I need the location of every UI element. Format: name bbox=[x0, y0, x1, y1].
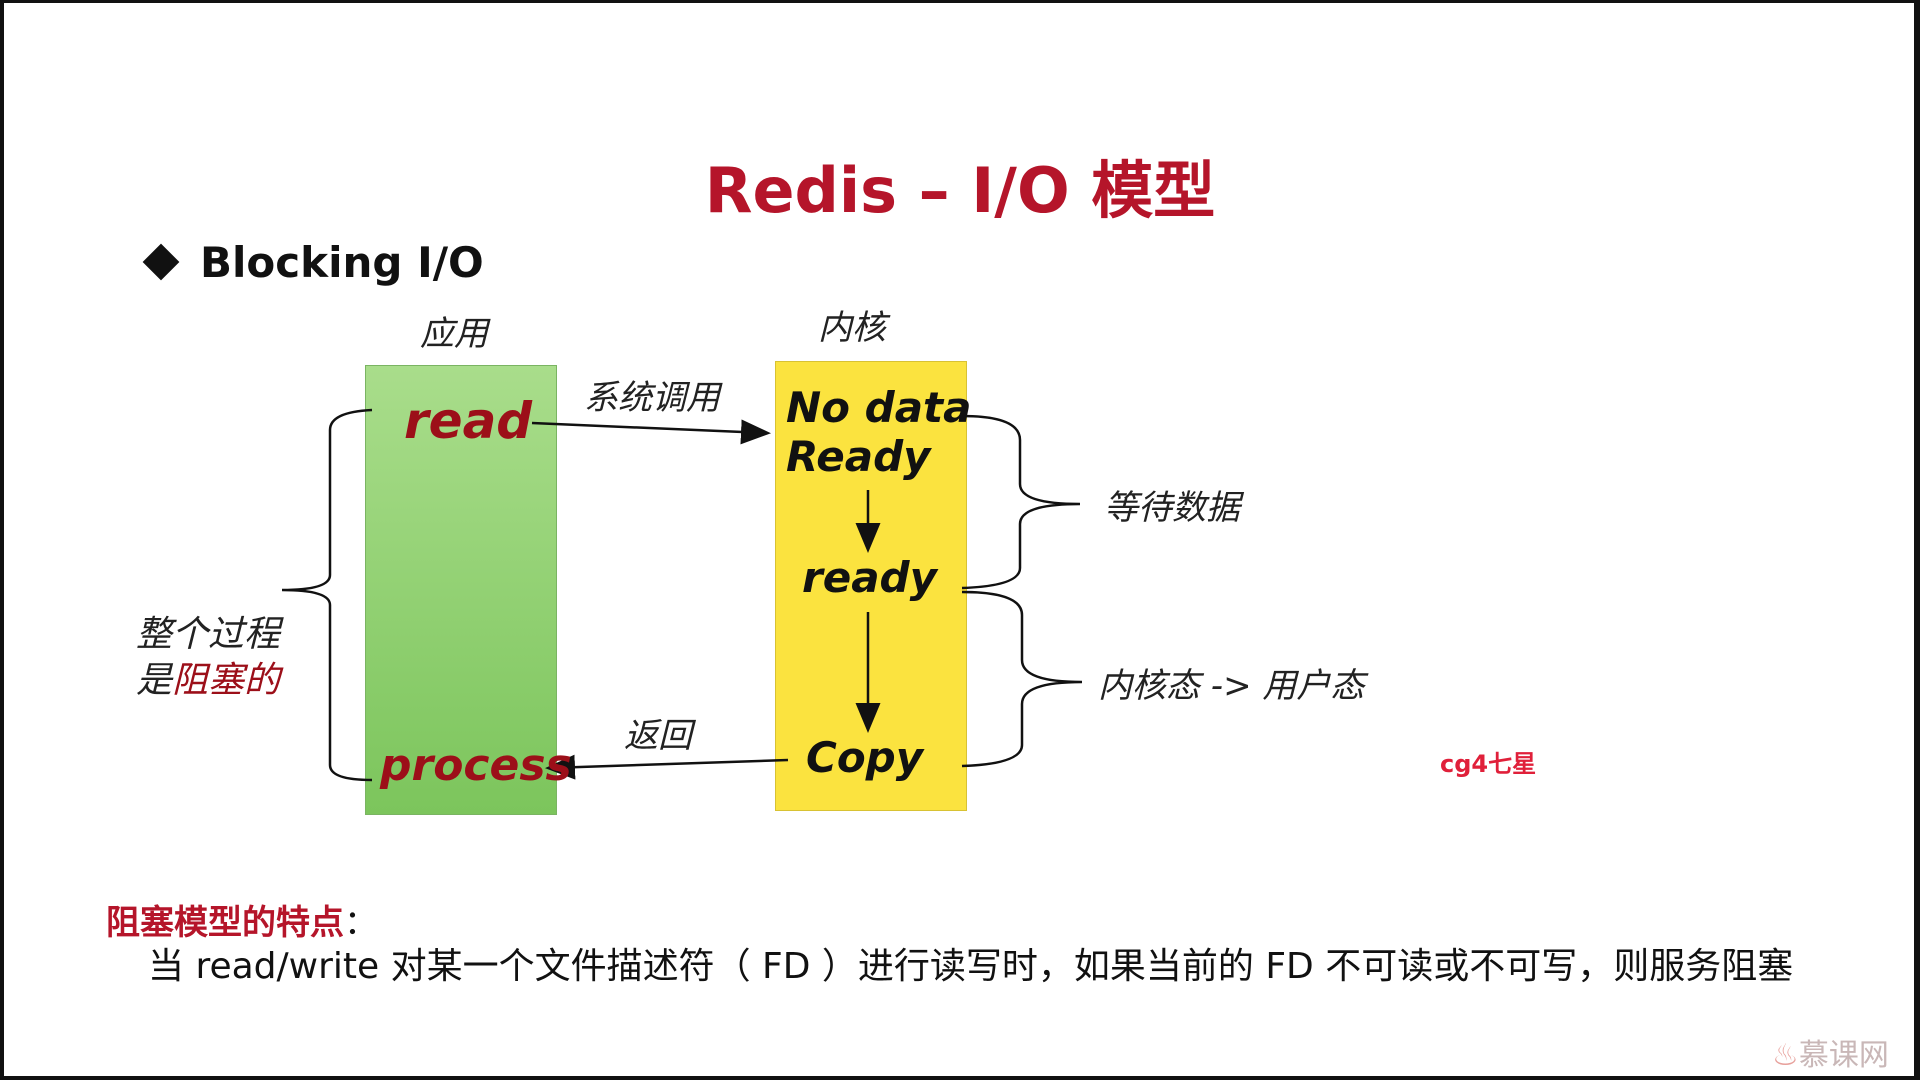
wait-data-label: 等待数据 bbox=[1104, 488, 1240, 528]
wait-data-brace bbox=[961, 414, 1081, 590]
note-heading-text: 阻塞模型的特点 bbox=[106, 903, 344, 943]
syscall-label: 系统调用 bbox=[584, 378, 720, 418]
logo-text: 慕课网 bbox=[1798, 1038, 1889, 1073]
bullet-heading: Blocking I/O bbox=[142, 238, 484, 287]
return-label: 返回 bbox=[624, 716, 692, 756]
blocking-highlight: 阻塞的 bbox=[172, 660, 281, 701]
whole-process-prefix: 是 bbox=[136, 660, 173, 701]
copy-brace bbox=[961, 590, 1083, 768]
whole-process-brace bbox=[281, 408, 373, 782]
whole-process-line2: 是阻塞的 bbox=[136, 658, 280, 704]
no-data-ready-label: Ready bbox=[786, 432, 931, 481]
read-label: read bbox=[404, 392, 533, 450]
kernel-box bbox=[775, 361, 967, 811]
app-label: 应用 bbox=[420, 314, 488, 354]
slide-title: Redis – I/O 模型 bbox=[704, 154, 1216, 227]
syscall-arrow bbox=[531, 419, 771, 445]
application-box bbox=[365, 365, 557, 815]
note-heading-colon: ： bbox=[344, 903, 378, 943]
ready-label: ready bbox=[802, 553, 937, 602]
copy-label: Copy bbox=[806, 733, 924, 782]
site-logo: ♨慕课网 bbox=[1772, 1030, 1889, 1074]
whole-process-line1: 整个过程 bbox=[136, 614, 281, 655]
watermark-text: cg4七星 bbox=[1440, 750, 1537, 778]
kernel-to-user-label: 内核态 -> 用户态 bbox=[1098, 666, 1365, 706]
flame-icon: ♨ bbox=[1772, 1038, 1799, 1073]
process-label: process bbox=[380, 740, 572, 791]
kernel-label: 内核 bbox=[818, 308, 886, 348]
no-data-label: No data bbox=[786, 383, 972, 432]
note-body: 当 read/write 对某一个文件描述符（ FD ）进行读写时，如果当前的 … bbox=[148, 946, 1794, 987]
note-heading: 阻塞模型的特点： bbox=[106, 895, 378, 944]
whole-process-label: 整个过程 是阻塞的 bbox=[136, 612, 280, 704]
bullet-text: Blocking I/O bbox=[200, 238, 484, 287]
return-arrow bbox=[545, 754, 789, 780]
